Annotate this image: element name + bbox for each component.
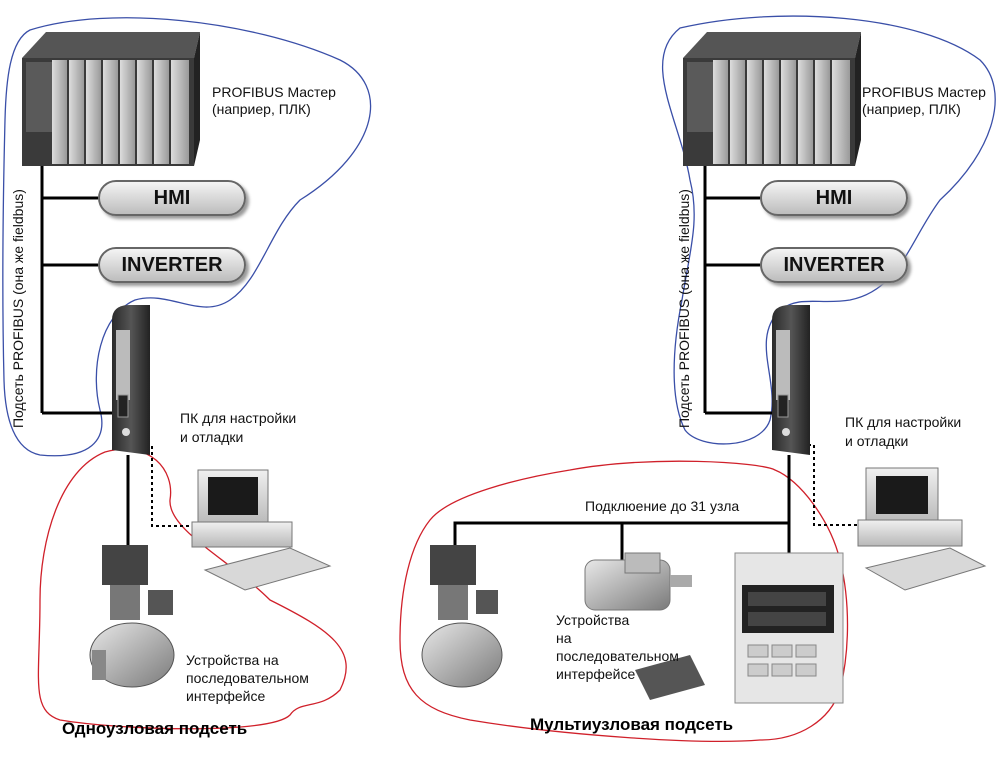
right-master-label-2: (наприер, ПЛК) [862, 101, 961, 117]
left-device-label-2: последовательном [186, 670, 309, 686]
right-pc-label-1: ПК для настройки [845, 414, 962, 430]
right-master-label-1: PROFIBUS Мастер [862, 84, 986, 100]
left-gateway-icon [112, 305, 150, 455]
right-device-label-2: на [556, 630, 572, 646]
left-device-label-3: интерфейсе [186, 688, 266, 704]
left-subnet-title: Одноузловая подсеть [62, 719, 248, 738]
right-device-label-1: Устройства [556, 612, 630, 628]
left-master-label-2: (наприер, ПЛК) [212, 101, 311, 117]
right-pc-link [808, 444, 862, 526]
left-pc-label-1: ПК для настройки [180, 410, 297, 426]
right-pc-icon [857, 467, 987, 591]
right-bus-lines [453, 138, 791, 560]
right-fieldbus-label: Подсеть PROFIBUS (она же fieldbus) [676, 189, 692, 428]
right-gateway-icon [772, 305, 810, 455]
left-hmi-box: HMI [98, 180, 246, 216]
right-inverter-box: INVERTER [760, 247, 908, 283]
right-motor-icon [584, 552, 705, 700]
right-hmi-box: HMI [760, 180, 908, 216]
right-valve-icon [421, 545, 503, 688]
right-pc-label-2: и отладки [845, 433, 909, 449]
left-pc-link [147, 444, 195, 527]
right-subnet-title: Мультиузловая подсеть [530, 715, 734, 734]
left-pc-icon [191, 469, 332, 591]
right-profibus-outline [662, 15, 996, 445]
left-device-label-1: Устройства на [186, 652, 279, 668]
left-master-label-1: PROFIBUS Мастер [212, 84, 336, 100]
left-inverter-box: INVERTER [98, 247, 246, 283]
left-valve-icon [89, 545, 175, 688]
right-connection-label: Подклюение до 31 узла [585, 498, 740, 514]
right-plc-icon [683, 32, 861, 166]
right-controller-icon [734, 552, 844, 704]
right-device-label-4: интерфейсе [556, 666, 636, 682]
right-device-label-3: последовательном [556, 648, 679, 664]
left-fieldbus-label: Подсеть PROFIBUS (она же fieldbus) [10, 189, 26, 428]
left-pc-label-2: и отладки [180, 429, 244, 445]
left-subnet-outline [37, 448, 347, 730]
left-plc-icon [22, 32, 200, 166]
